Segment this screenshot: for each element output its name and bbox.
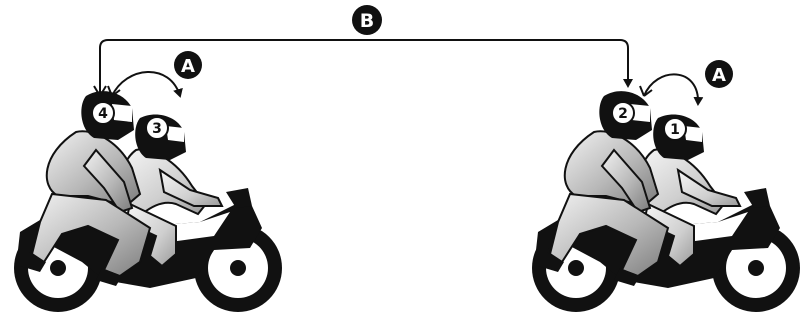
pair-link-arrow-left (112, 72, 180, 96)
group-link-label: B (352, 5, 382, 35)
pair-link-label-right: A (705, 60, 733, 88)
rider-number-3: 3 (152, 121, 162, 137)
pair-link-label-left-text: A (181, 56, 195, 77)
rider-number-4: 4 (98, 106, 108, 122)
rider-badge-2: 2 (612, 102, 634, 124)
group-link-label-text: B (360, 10, 374, 32)
rider-badge-1: 1 (664, 118, 686, 140)
pair-link-arrow-right (644, 74, 698, 104)
pair-link-label-right-text: A (712, 65, 726, 86)
rider-badge-3: 3 (146, 117, 168, 139)
rider-badge-4: 4 (92, 102, 114, 124)
rider-number-1: 1 (670, 122, 680, 138)
pair-link-label-left: A (174, 51, 202, 79)
rider-number-2: 2 (618, 106, 628, 122)
